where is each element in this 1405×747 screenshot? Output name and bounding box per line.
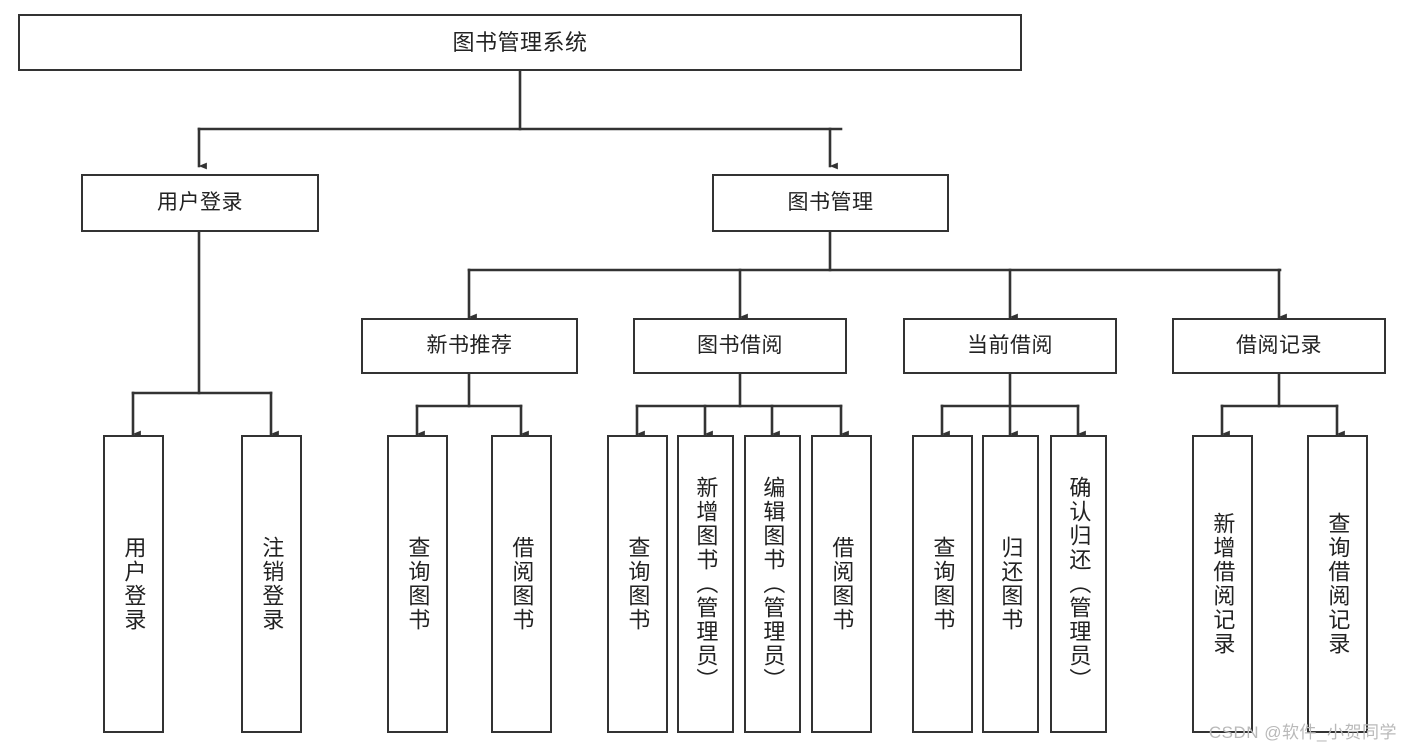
- node-label: 查询图书: [930, 536, 956, 632]
- node-label: 借阅图书: [829, 536, 855, 632]
- node-label: 查询图书: [625, 536, 651, 632]
- node-leaf-query-book-1[interactable]: 查询图书: [387, 435, 448, 733]
- node-root-book-management-system[interactable]: 图书管理系统: [18, 14, 1022, 71]
- node-leaf-add-book[interactable]: 新增图书（管理员）: [677, 435, 734, 733]
- node-label: 当前借阅: [967, 333, 1053, 357]
- node-label: 编辑图书（管理员）: [760, 476, 786, 692]
- node-label: 确认归还（管理员）: [1066, 476, 1092, 692]
- node-label: 借阅图书: [509, 536, 535, 632]
- node-label: 图书管理: [787, 190, 874, 214]
- node-book-borrow[interactable]: 图书借阅: [633, 318, 847, 374]
- node-leaf-user-login[interactable]: 用户登录: [103, 435, 164, 733]
- node-label: 查询图书: [405, 536, 431, 632]
- node-label: 用户登录: [157, 190, 243, 214]
- node-label: 查询借阅记录: [1325, 512, 1351, 656]
- node-leaf-return-book[interactable]: 归还图书: [982, 435, 1039, 733]
- node-borrow-record[interactable]: 借阅记录: [1172, 318, 1386, 374]
- node-label: 新书推荐: [426, 333, 513, 357]
- csdn-watermark: CSDN @软件_小贺同学: [1208, 723, 1397, 742]
- node-label: 借阅记录: [1236, 333, 1322, 357]
- node-leaf-logout-login[interactable]: 注销登录: [241, 435, 302, 733]
- node-leaf-confirm-return[interactable]: 确认归还（管理员）: [1050, 435, 1107, 733]
- node-label: 新增借阅记录: [1210, 512, 1236, 656]
- node-leaf-query-borrow-record[interactable]: 查询借阅记录: [1307, 435, 1368, 733]
- node-leaf-borrow-book-2[interactable]: 借阅图书: [811, 435, 872, 733]
- node-current-borrow[interactable]: 当前借阅: [903, 318, 1117, 374]
- node-label: 新增图书（管理员）: [693, 476, 719, 692]
- node-label: 图书管理系统: [452, 29, 588, 55]
- node-label: 注销登录: [259, 536, 285, 632]
- node-book-manage[interactable]: 图书管理: [712, 174, 949, 232]
- node-user-login[interactable]: 用户登录: [81, 174, 319, 232]
- node-leaf-query-book-3[interactable]: 查询图书: [912, 435, 973, 733]
- node-label: 图书借阅: [697, 333, 783, 357]
- node-leaf-add-borrow-record[interactable]: 新增借阅记录: [1192, 435, 1253, 733]
- node-leaf-borrow-book-1[interactable]: 借阅图书: [491, 435, 552, 733]
- node-leaf-query-book-2[interactable]: 查询图书: [607, 435, 668, 733]
- node-leaf-edit-book[interactable]: 编辑图书（管理员）: [744, 435, 801, 733]
- node-label: 归还图书: [998, 536, 1024, 632]
- node-label: 用户登录: [121, 536, 147, 632]
- node-new-book-recommend[interactable]: 新书推荐: [361, 318, 578, 374]
